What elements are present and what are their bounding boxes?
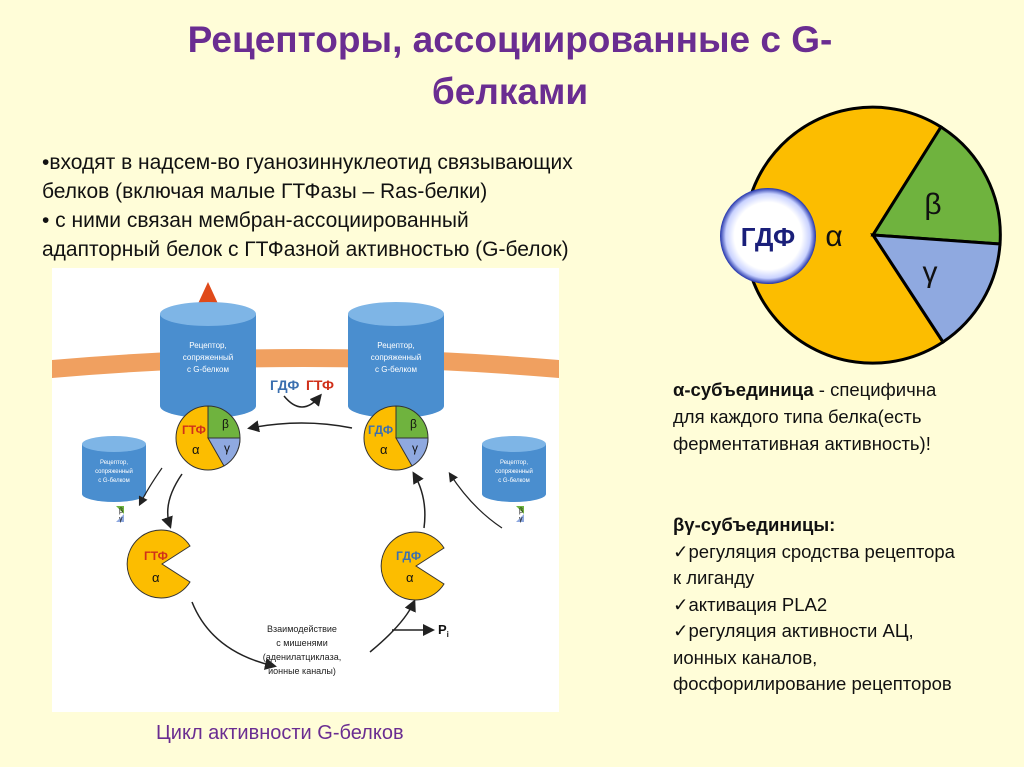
receptor-cylinder-left: Рецептор, сопряженный с G-белком bbox=[160, 302, 256, 418]
beta-gamma-item: к лиганду bbox=[673, 567, 755, 588]
receptor-label: с G-белком bbox=[98, 478, 130, 484]
beta-gamma-item: ✓активация PLA2 bbox=[673, 593, 828, 615]
pie-gamma-label: γ bbox=[224, 441, 230, 455]
pie-beta-slice bbox=[870, 124, 1002, 246]
bullet-line: •входят в надсем-во гуанозиннуклеотид св… bbox=[42, 151, 573, 174]
alpha-subunit-info: α-субъединица - специфична для каждого т… bbox=[673, 376, 1013, 457]
gdp-ball-label: ГДФ bbox=[741, 222, 795, 252]
bullet-line: белков (включая малые ГТФазы – Ras-белки… bbox=[42, 180, 488, 203]
pie-alpha-label: α bbox=[825, 220, 842, 253]
bind-arrow-right bbox=[448, 471, 503, 529]
alpha-gdp-pacman: ГДФ α bbox=[380, 531, 445, 601]
pie-gamma-label: γ bbox=[412, 441, 418, 455]
pie-gamma-label: γ bbox=[923, 256, 938, 289]
bullet-line: • с ними связан мембран-ассоциированный bbox=[42, 209, 469, 232]
small-beta-label: β bbox=[519, 508, 523, 515]
cycle-arrow-left-down bbox=[161, 473, 183, 529]
exchange-gtp-label: ГТФ bbox=[306, 377, 334, 393]
beta-gamma-item: ✓регуляция сродства рецептора bbox=[673, 540, 955, 562]
pie-gdp-label: ГДФ bbox=[368, 423, 393, 437]
pie-alpha-label: α bbox=[380, 442, 388, 457]
alpha-subunit-text: - специфична bbox=[813, 379, 937, 400]
beta-gamma-heading: βγ-субъединицы: bbox=[673, 514, 836, 535]
receptor-label: Рецептор, bbox=[377, 341, 414, 350]
exchange-arrow bbox=[283, 393, 322, 408]
pie-gdp-bound-right: ГДФ α β γ bbox=[363, 405, 429, 471]
beta-gamma-item: фосфорилирование рецепторов bbox=[673, 673, 952, 694]
pie-beta-label: β bbox=[410, 417, 417, 431]
cycle-arrow-right-up bbox=[412, 471, 426, 529]
pacman-alpha-label: α bbox=[152, 570, 160, 585]
cycle-arrow-top bbox=[247, 420, 353, 433]
receptor-label: с G-белком bbox=[187, 365, 229, 374]
receptor-label: Рецептор, bbox=[500, 460, 528, 466]
pacman-gdp-label: ГДФ bbox=[396, 549, 421, 563]
interaction-line: с мишенями bbox=[276, 638, 328, 648]
small-gamma-label: γ bbox=[519, 516, 523, 523]
pie-beta-label: β bbox=[222, 417, 229, 431]
pacman-gtp-label: ГТФ bbox=[144, 549, 168, 563]
interaction-line: (аденилатциклаза, bbox=[263, 652, 341, 662]
receptor-label: сопряженный bbox=[371, 353, 421, 362]
cycle-caption: Цикл активности G-белков bbox=[156, 722, 404, 744]
beta-gamma-item: ионных каналов, bbox=[673, 646, 818, 668]
small-beta-label: β bbox=[119, 508, 123, 515]
receptor-small-left: Рецептор, сопряженный с G-белком β γ bbox=[82, 436, 146, 523]
alpha-subunit-line: для каждого типа белка(есть bbox=[673, 406, 922, 427]
pie-alpha-label: α bbox=[192, 442, 200, 457]
pacman-alpha-label: α bbox=[406, 570, 414, 585]
interaction-line: ионные каналы) bbox=[268, 666, 336, 676]
slide-title: Рецепторы, ассоциированные с G- белками bbox=[60, 14, 960, 118]
receptor-label: Рецептор, bbox=[189, 341, 226, 350]
beta-gamma-item: ✓регуляция активности АЦ, bbox=[673, 620, 914, 641]
release-arrow-left bbox=[138, 467, 163, 507]
ligand-triangle bbox=[196, 282, 220, 308]
alpha-gtp-pacman: ГТФ α bbox=[126, 529, 191, 599]
receptor-label: сопряженный bbox=[183, 353, 233, 362]
receptor-label: с G-белком bbox=[375, 365, 417, 374]
exchange-gdp-label: ГДФ bbox=[270, 377, 299, 393]
receptor-label: сопряженный bbox=[495, 468, 533, 475]
small-gamma-label: γ bbox=[119, 516, 123, 523]
phosphate-label: Pi bbox=[438, 622, 449, 639]
slide-title-line2: белками bbox=[431, 71, 589, 112]
receptor-label: Рецептор, bbox=[100, 460, 128, 466]
gdp-ball bbox=[720, 188, 816, 284]
cycle-svg: Рецептор, сопряженный с G-белком Рецепто… bbox=[52, 282, 559, 676]
receptor-cylinder-right: Рецептор, сопряженный с G-белком bbox=[348, 302, 444, 418]
receptor-label: сопряженный bbox=[95, 468, 133, 475]
receptor-label: с G-белком bbox=[498, 478, 530, 484]
interaction-line: Взаимодействие bbox=[267, 624, 337, 634]
pie-gamma-slice bbox=[870, 233, 1002, 345]
g-protein-cycle-diagram: Рецептор, сопряженный с G-белком Рецепто… bbox=[52, 268, 559, 712]
bullet-list: •входят в надсем-во гуанозиннуклеотид св… bbox=[42, 148, 722, 264]
pie-gtp-label: ГТФ bbox=[182, 423, 206, 437]
slide-title-line1: Рецепторы, ассоциированные с G- bbox=[187, 19, 833, 60]
beta-gamma-info: βγ-субъединицы: ✓регуляция сродства реце… bbox=[673, 512, 1023, 698]
alpha-subunit-line: ферментативная активность)! bbox=[673, 433, 931, 454]
cycle-arrow-bottom-left bbox=[191, 601, 277, 670]
pie-gtp-bound-left: ГТФ α β γ bbox=[175, 405, 241, 471]
pie-alpha-slice bbox=[743, 105, 946, 365]
receptor-small-right: Рецептор, сопряженный с G-белком β γ bbox=[482, 436, 546, 523]
bullet-line: адапторный белок с ГТФазной активностью … bbox=[42, 238, 569, 261]
cycle-arrow-bottom-right bbox=[369, 599, 416, 653]
membrane-band bbox=[52, 349, 559, 378]
pie-beta-label: β bbox=[924, 188, 941, 221]
alpha-subunit-heading: α-субъединица bbox=[673, 379, 814, 400]
